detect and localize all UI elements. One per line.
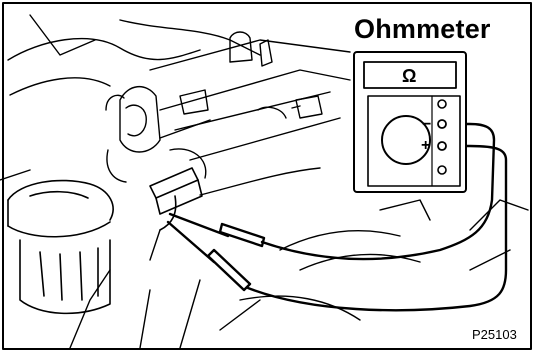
- diagram-title: Ohmmeter: [354, 14, 491, 45]
- ohmmeter-display-symbol: Ω: [402, 66, 416, 87]
- reservoir-cap: [8, 181, 113, 314]
- terminal-negative-label: −: [422, 116, 431, 134]
- sensor-connector: [150, 168, 202, 230]
- terminal-positive-label: +: [421, 137, 430, 155]
- figure-code: P25103: [472, 327, 517, 342]
